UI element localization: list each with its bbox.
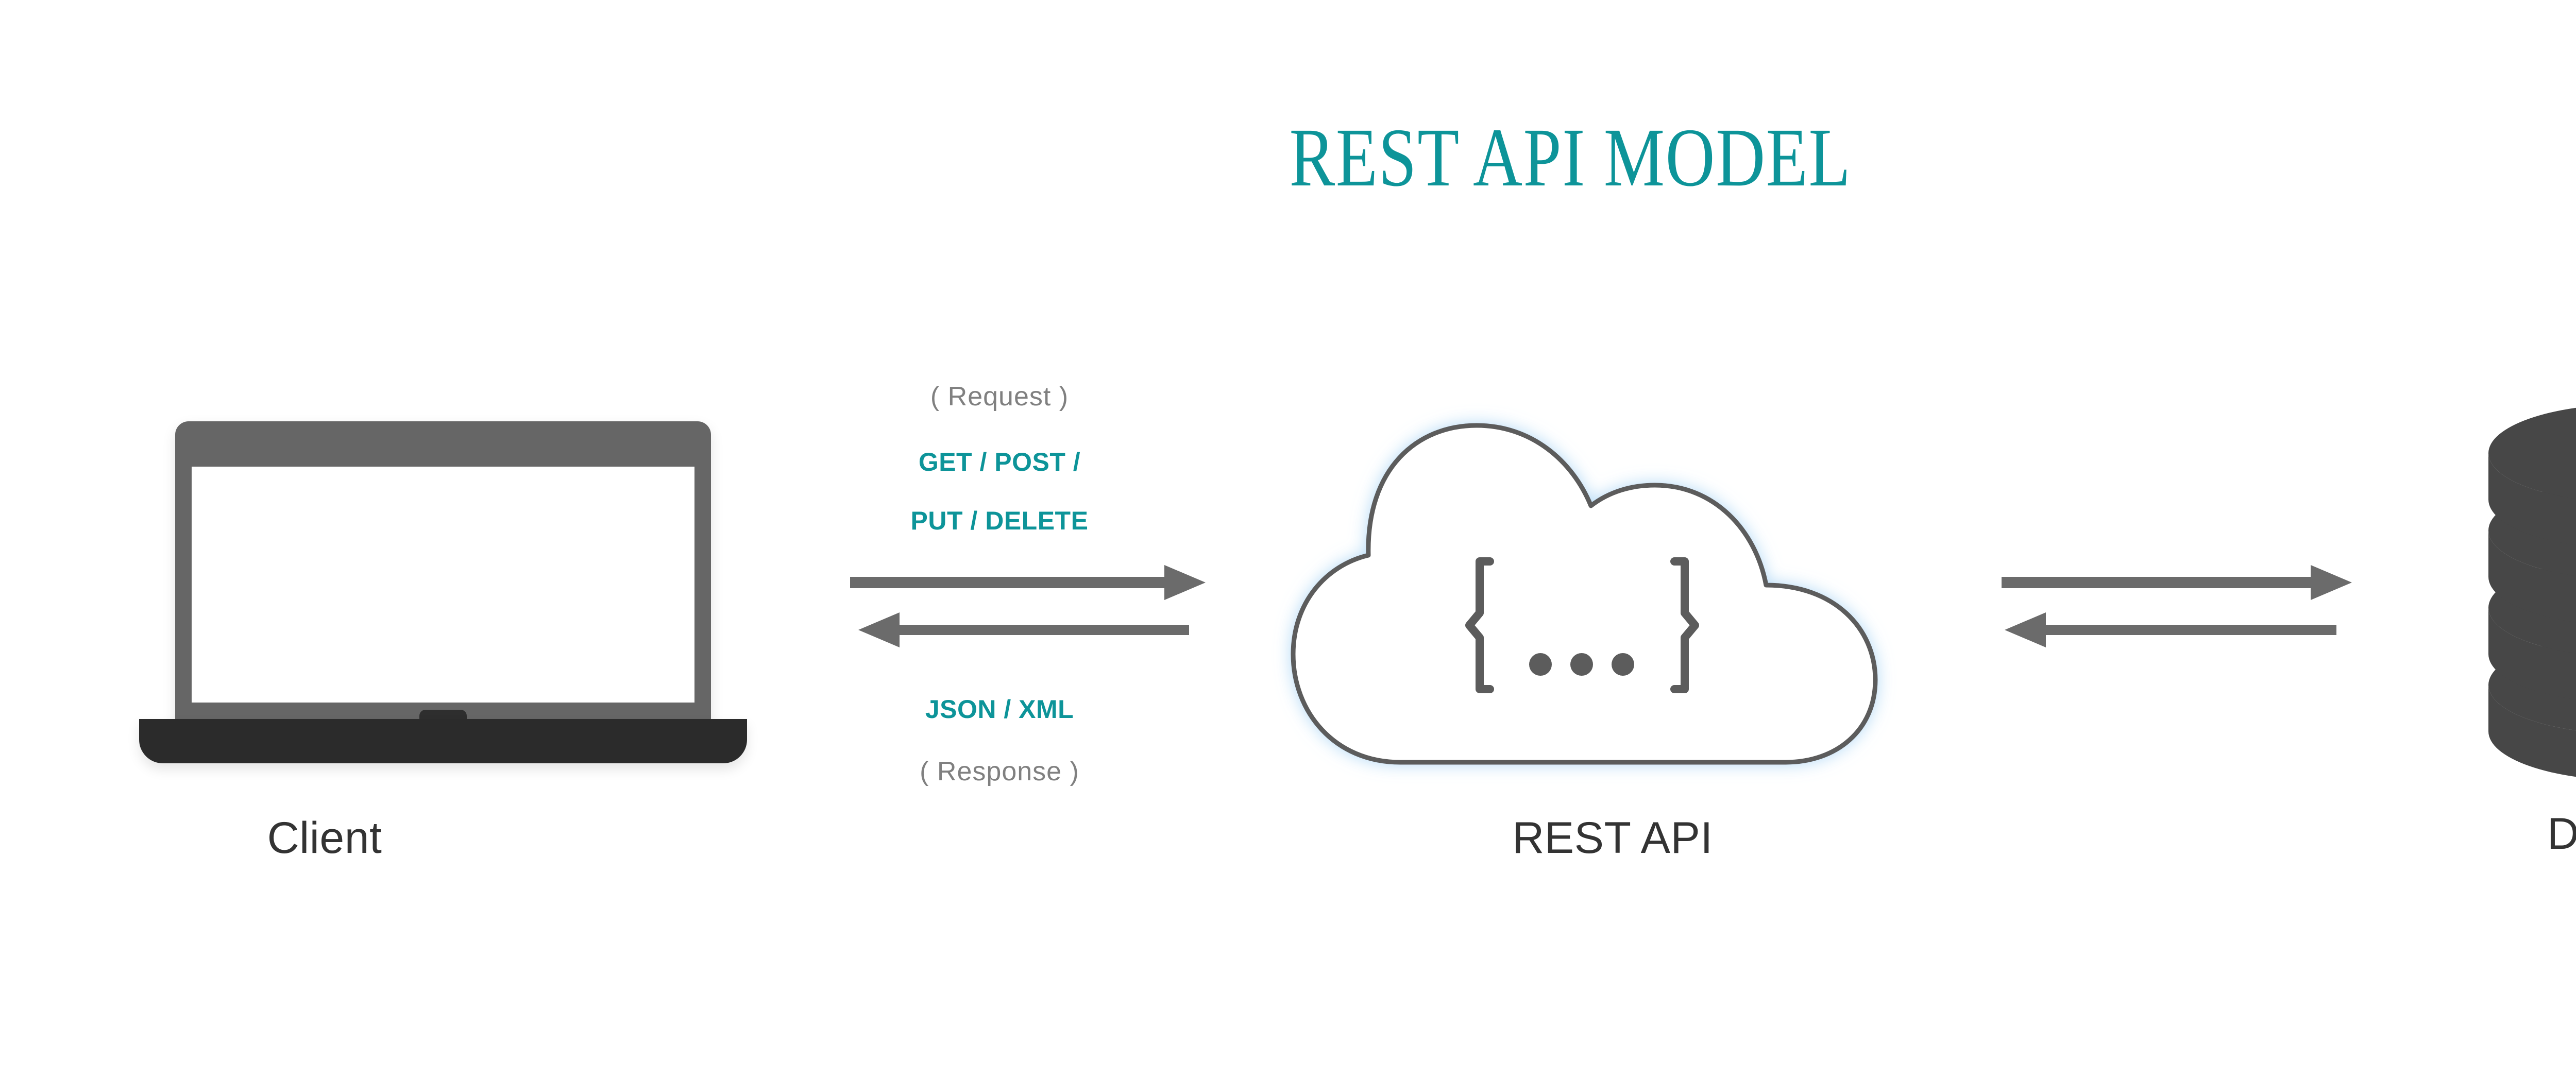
- arrow-api-to-client: [858, 612, 1189, 647]
- response-formats: JSON / XML: [925, 695, 1074, 724]
- database-cylinder-icon: [2488, 407, 2576, 777]
- request-methods-line-1: GET / POST /: [918, 448, 1081, 476]
- database-node: [2468, 397, 2576, 793]
- rest-api-label: REST API: [1512, 813, 1713, 863]
- client-api-arrows: [850, 559, 1231, 675]
- response-caption: ( Response ): [920, 757, 1079, 786]
- arrow-api-to-database: [2002, 565, 2352, 600]
- arrow-database-to-api: [2005, 612, 2336, 647]
- request-methods-line-2: PUT / DELETE: [910, 506, 1089, 535]
- rest-api-node: [1267, 407, 1947, 788]
- ellipsis-dots-icon: [1529, 653, 1634, 676]
- api-database-arrows: [2002, 559, 2383, 675]
- page-title: REST API MODEL: [1289, 112, 1852, 204]
- laptop-screen: [192, 467, 694, 703]
- laptop-icon: [175, 421, 711, 741]
- laptop-base: [139, 719, 747, 763]
- request-caption: ( Request ): [930, 382, 1069, 412]
- arrow-client-to-api: [850, 565, 1206, 600]
- client-label: Client: [267, 813, 382, 863]
- cloud-icon: [1291, 423, 1878, 765]
- json-braces-icon: [1465, 557, 1699, 693]
- database-label: Database: [2547, 809, 2576, 859]
- client-node: [139, 412, 747, 778]
